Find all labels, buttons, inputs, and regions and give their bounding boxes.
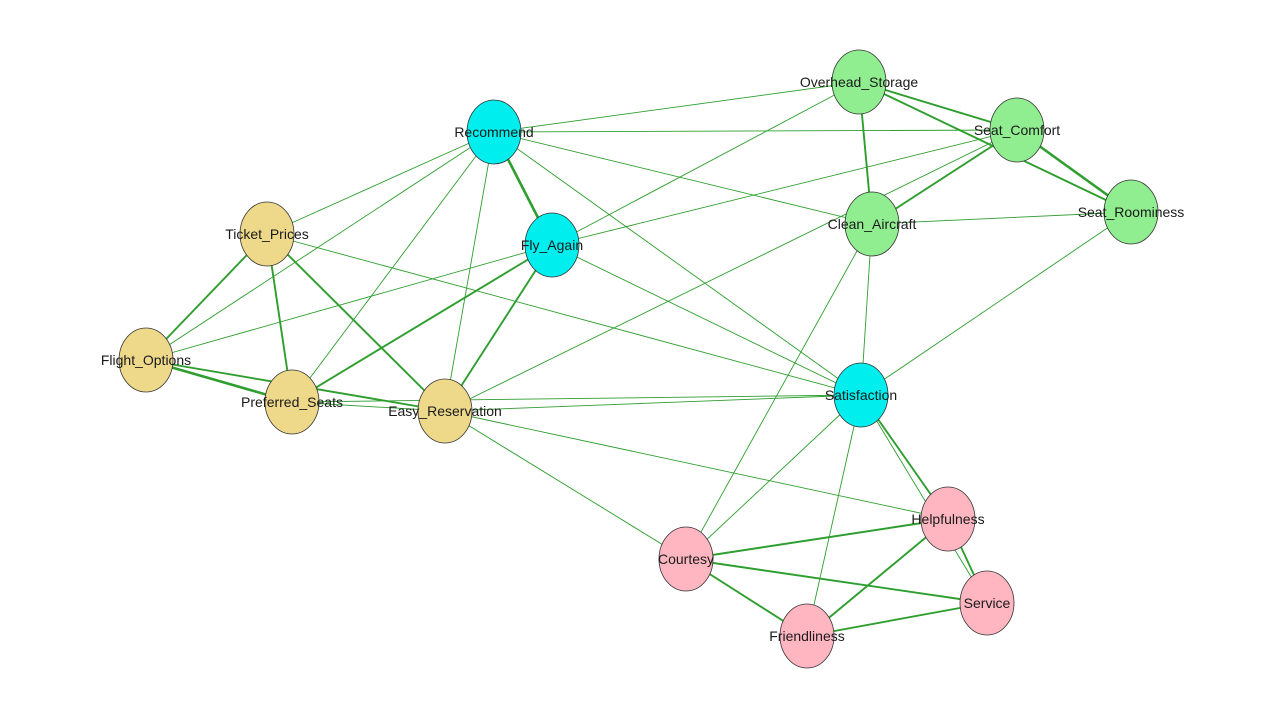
edge-recommend-flight_options [145, 131, 495, 361]
node-label: Service [964, 595, 1011, 611]
edge-recommend-clean_aircraft [493, 131, 873, 225]
node-ticket-prices: Ticket_Prices [225, 201, 309, 267]
node-service: Service [959, 570, 1015, 636]
edge-recommend-overhead_storage [493, 81, 860, 133]
node-circle [831, 49, 887, 115]
node-circle [844, 191, 900, 257]
edge-recommend-easy_reservation [444, 131, 495, 412]
node-label: Seat_Roominess [1078, 204, 1185, 220]
node-easy-reservation: Easy_Reservation [388, 378, 502, 444]
node-circle [989, 97, 1045, 163]
edge-easy_reservation-helpfulness [444, 410, 949, 520]
node-label: Easy_Reservation [388, 403, 502, 419]
edge-courtesy-helpfulness [685, 518, 949, 560]
node-circle [264, 369, 320, 435]
node-circle [959, 570, 1015, 636]
node-label: Recommend [454, 124, 533, 140]
edge-satisfaction-courtesy [685, 394, 862, 560]
node-circle [779, 603, 835, 669]
edge-fly_again-seat_comfort [551, 129, 1018, 246]
edge-preferred_seats-satisfaction [291, 394, 862, 403]
node-label: Satisfaction [825, 387, 897, 403]
edges-layer [145, 81, 1132, 637]
node-circle [239, 201, 295, 267]
edge-easy_reservation-courtesy [444, 410, 687, 560]
node-circle [920, 486, 976, 552]
edge-recommend-satisfaction [493, 131, 862, 396]
node-overhead-storage: Overhead_Storage [800, 49, 919, 115]
edge-seat_comfort-clean_aircraft [871, 129, 1018, 225]
node-label: Overhead_Storage [800, 74, 919, 90]
node-helpfulness: Helpfulness [911, 486, 985, 552]
node-label: Courtesy [658, 551, 714, 567]
node-label: Seat_Comfort [974, 122, 1060, 138]
node-clean-aircraft: Clean_Aircraft [828, 191, 917, 257]
edge-recommend-ticket_prices [266, 131, 495, 235]
node-circle [524, 212, 580, 278]
node-circle [658, 526, 714, 592]
edge-recommend-seat_comfort [493, 129, 1018, 133]
edge-courtesy-service [685, 558, 988, 604]
node-circle [1103, 179, 1159, 245]
edge-friendliness-service [806, 602, 988, 637]
node-flight-options: Flight_Options [101, 327, 191, 393]
edge-fly_again-satisfaction [551, 244, 862, 396]
node-circle [466, 99, 522, 165]
node-label: Ticket_Prices [225, 226, 309, 242]
node-label: Friendliness [769, 628, 844, 644]
edge-seat_roominess-satisfaction [860, 211, 1132, 396]
edge-clean_aircraft-seat_roominess [871, 211, 1132, 225]
edge-helpfulness-friendliness [806, 518, 949, 637]
edge-satisfaction-service [860, 394, 988, 604]
edge-fly_again-overhead_storage [551, 81, 860, 246]
node-circle [833, 362, 889, 428]
node-satisfaction: Satisfaction [825, 362, 897, 428]
edge-fly_again-flight_options [145, 244, 553, 361]
edge-fly_again-easy_reservation [444, 244, 553, 412]
edge-fly_again-preferred_seats [291, 244, 553, 403]
node-seat-roominess: Seat_Roominess [1078, 179, 1185, 245]
edge-ticket_prices-satisfaction [266, 233, 862, 396]
node-seat-comfort: Seat_Comfort [974, 97, 1060, 163]
node-circle [118, 327, 174, 393]
edge-easy_reservation-seat_comfort [444, 129, 1018, 412]
edge-easy_reservation-satisfaction [444, 394, 862, 412]
node-label: Clean_Aircraft [828, 216, 917, 232]
node-friendliness: Friendliness [769, 603, 845, 669]
node-preferred-seats: Preferred_Seats [241, 369, 343, 435]
edge-clean_aircraft-courtesy [685, 223, 873, 560]
node-label: Fly_Again [521, 237, 583, 253]
edge-recommend-preferred_seats [291, 131, 495, 403]
node-label: Flight_Options [101, 352, 191, 368]
node-label: Helpfulness [911, 511, 984, 527]
node-courtesy: Courtesy [658, 526, 714, 592]
node-fly-again: Fly_Again [521, 212, 583, 278]
node-label: Preferred_Seats [241, 394, 343, 410]
node-circle [417, 378, 473, 444]
node-recommend: Recommend [454, 99, 534, 165]
edge-satisfaction-friendliness [806, 394, 862, 637]
edge-ticket_prices-easy_reservation [266, 233, 446, 412]
